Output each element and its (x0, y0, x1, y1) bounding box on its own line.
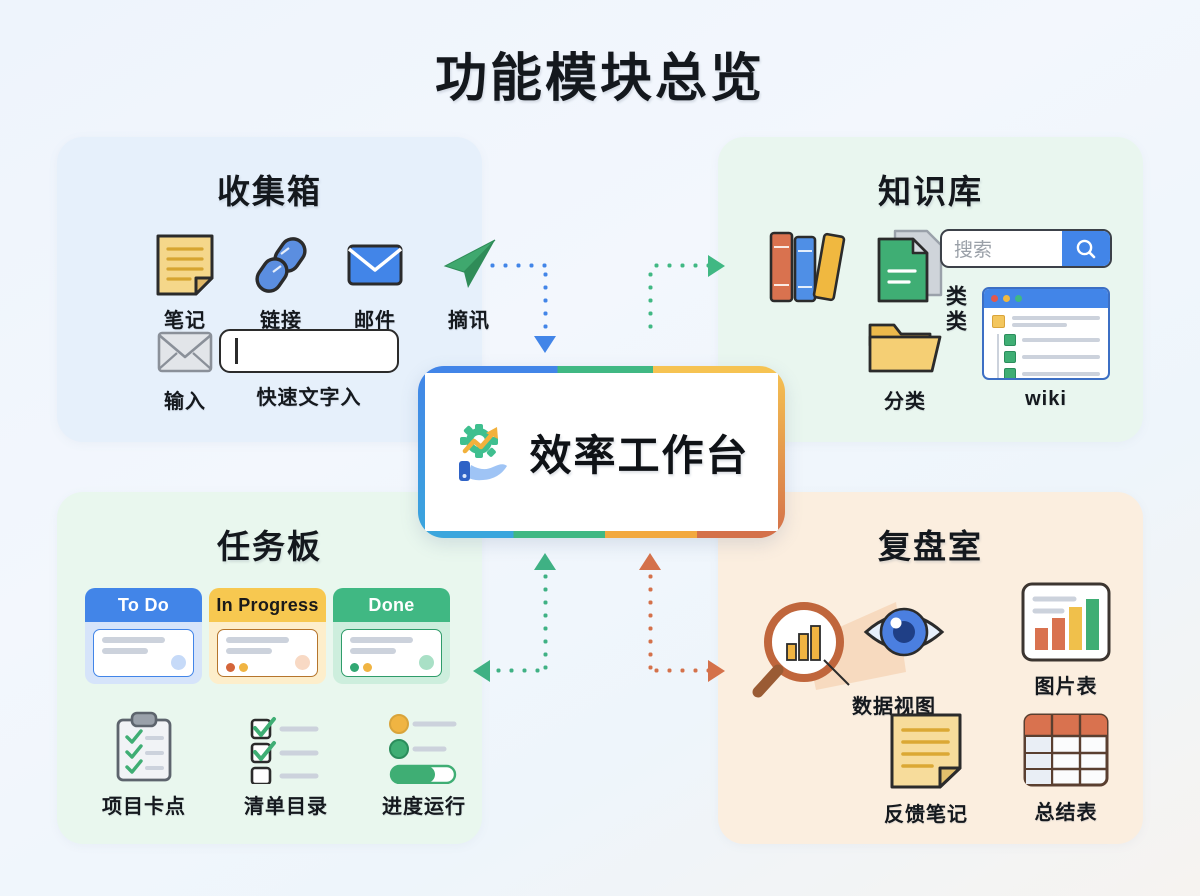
kanban-card[interactable] (341, 629, 442, 677)
tasks-item-milestones[interactable]: 项目卡点 (87, 710, 201, 819)
checkbox-list-icon (250, 717, 319, 784)
inbox-item-input[interactable]: 输入 (129, 327, 241, 414)
connector-inbox-to-hub-horizontal (486, 263, 548, 268)
sticky-note-icon (890, 713, 962, 789)
sticky-note-icon (156, 234, 214, 296)
wiki-titlebar (984, 289, 1108, 308)
books-stack-icon (769, 231, 846, 303)
connector-hub-to-review-arrowhead (708, 660, 725, 682)
review-item-chart[interactable]: 图片表 (1006, 580, 1126, 699)
connector-hub-to-knowledge-arrowhead (708, 255, 725, 277)
productivity-hand-gear-chart-icon (459, 424, 508, 481)
kanban-card[interactable] (93, 629, 194, 677)
wiki-child-node-icon (1004, 334, 1016, 346)
connector-hub-to-knowledge-horizontal (650, 263, 708, 268)
wiki-child-node-icon (1004, 351, 1016, 363)
inbox-item-send[interactable]: 摘讯 (413, 232, 525, 333)
inbox-quick-text-entry[interactable]: 快速文字入 (189, 329, 429, 410)
window-maximize-dot-icon (1015, 295, 1022, 302)
knowledge-search-box[interactable]: 搜索 (940, 229, 1120, 268)
inbox-item-note-label: 笔记 (164, 310, 206, 332)
connector-inbox-to-hub-vertical (543, 268, 548, 336)
window-minimize-dot-icon (1003, 295, 1010, 302)
review-item-data-view-label: 数据视图 (852, 696, 936, 718)
knowledge-item-wiki-label: wiki (1025, 388, 1067, 410)
knowledge-item-wiki[interactable]: wiki (971, 287, 1121, 411)
inbox-item-link-label: 链接 (260, 310, 302, 332)
chain-link-icon (255, 237, 307, 293)
bar-chart-card-icon (1021, 582, 1111, 662)
knowledge-item-books[interactable] (754, 225, 864, 313)
connector-hub-to-review-horizontal (650, 668, 708, 673)
page-title: 功能模块总览 (434, 50, 765, 108)
envelope-blue-icon (347, 244, 403, 286)
text-caret (235, 338, 238, 364)
connector-hub-to-knowledge-vertical (648, 268, 653, 336)
folder-icon (868, 323, 942, 373)
clipboard-checklist-icon (116, 711, 172, 782)
review-item-feedback-note[interactable]: 反馈笔记 (866, 710, 986, 827)
inbox-item-link[interactable]: 链接 (225, 232, 337, 333)
tasks-item-progress[interactable]: 进度运行 (367, 710, 481, 819)
inbox-item-note[interactable]: 笔记 (129, 232, 241, 333)
hub-title: 效率工作台 (529, 431, 750, 479)
panel-knowledge: 知识库 搜索 (718, 137, 1143, 442)
kanban-column-inprogress-header: In Progress (209, 588, 326, 622)
panel-inbox: 收集箱 笔记 链接 邮件 (57, 137, 496, 442)
wiki-tree-line (997, 334, 999, 378)
wiki-root-node-icon (992, 315, 1005, 328)
tasks-item-progress-label: 进度运行 (382, 796, 466, 818)
panel-knowledge-title: 知识库 (878, 173, 983, 210)
tasks-item-milestones-label: 项目卡点 (102, 796, 186, 818)
connector-hub-to-review-arrowhead-top (639, 553, 661, 570)
connector-hub-to-review-vertical (648, 570, 653, 670)
kanban-card[interactable] (217, 629, 318, 677)
connector-hub-to-tasks-arrowhead-top (534, 553, 556, 570)
inbox-item-send-label: 摘讯 (448, 310, 490, 332)
knowledge-search-button[interactable] (1062, 231, 1110, 266)
connector-hub-to-tasks-horizontal (492, 668, 546, 673)
knowledge-item-documents[interactable] (860, 225, 960, 313)
hub-card[interactable]: 效率工作台 (418, 366, 785, 538)
kanban-column-done[interactable]: Done (333, 588, 450, 684)
search-icon (1076, 239, 1096, 258)
panel-review: 复盘室 数据视图 (718, 492, 1143, 844)
review-item-chart-label: 图片表 (1034, 676, 1098, 698)
panel-inbox-title: 收集箱 (217, 173, 322, 210)
kanban-column-done-header: Done (333, 588, 450, 622)
quick-text-input[interactable] (219, 329, 399, 373)
tasks-item-checklist[interactable]: 清单目录 (229, 710, 343, 819)
panel-tasks-title: 任务板 (217, 528, 322, 565)
inbox-item-input-label: 输入 (164, 391, 206, 413)
connector-hub-to-tasks-vertical (543, 570, 548, 670)
panel-review-title: 复盘室 (878, 528, 983, 565)
review-item-summary-table[interactable]: 总结表 (1006, 710, 1126, 825)
knowledge-category-text: 类类 (943, 285, 967, 335)
kanban-column-todo-header: To Do (85, 588, 202, 622)
tasks-item-checklist-label: 清单目录 (244, 796, 328, 818)
panel-tasks: 任务板 To Do In Progress Done (57, 492, 482, 844)
knowledge-category-label: 类类 (943, 285, 988, 335)
knowledge-search-input[interactable]: 搜索 (954, 240, 993, 261)
review-item-summary-table-label: 总结表 (1034, 802, 1098, 824)
window-close-dot-icon (991, 295, 998, 302)
progress-bar-icon (389, 714, 457, 784)
knowledge-item-folder[interactable]: 分类 (846, 315, 964, 414)
connector-inbox-to-hub-arrowhead (534, 336, 556, 353)
paper-plane-icon (443, 239, 496, 288)
review-item-feedback-note-label: 反馈笔记 (884, 804, 968, 826)
inbox-item-mail-label: 邮件 (354, 310, 396, 332)
kanban-column-todo[interactable]: To Do (85, 588, 202, 684)
inbox-quick-text-label: 快速文字入 (256, 387, 362, 409)
inbox-item-mail[interactable]: 邮件 (319, 232, 431, 333)
documents-green-icon (877, 229, 943, 303)
envelope-grey-icon (157, 331, 213, 373)
knowledge-item-folder-label: 分类 (884, 391, 926, 413)
kanban-column-inprogress[interactable]: In Progress (209, 588, 326, 684)
magnifier-eye-insight-icon (752, 602, 945, 698)
summary-table-icon (1023, 713, 1109, 787)
connector-hub-to-tasks-arrowhead (473, 660, 490, 682)
wiki-child-node-icon (1004, 368, 1016, 378)
